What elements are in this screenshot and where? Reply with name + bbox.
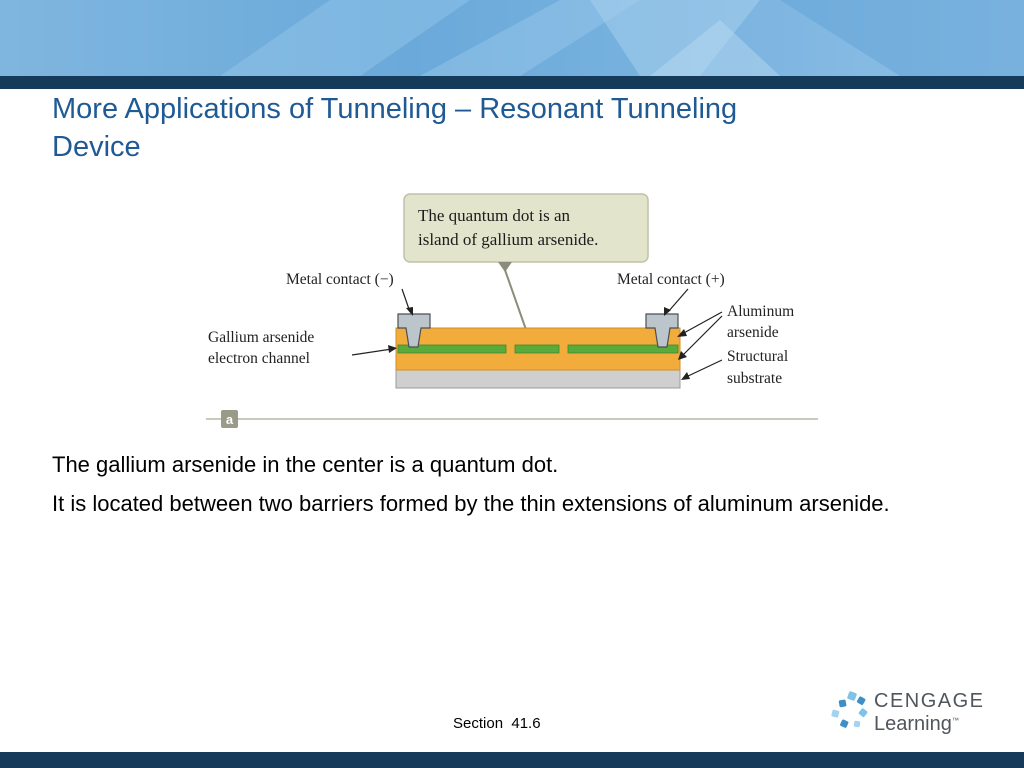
label-metal-contact-positive: Metal contact (+): [617, 271, 725, 288]
gaas-channel-left: [397, 344, 507, 354]
arrowhead-substrate: [681, 372, 690, 380]
arrowhead-aluminum-arsenide-lower: [678, 351, 687, 360]
arrow-aluminum-arsenide-upper: [681, 311, 723, 335]
logo-text-cengage: CENGAGE: [874, 690, 985, 712]
label-aluminum-arsenide-line1: Aluminum: [727, 303, 794, 320]
callout-box: [403, 193, 649, 263]
callout-pointer: [498, 262, 512, 272]
callout-text-line1: The quantum dot is an: [418, 206, 571, 225]
label-substrate-line2: substrate: [727, 370, 782, 387]
panel-tag-label: a: [226, 412, 234, 427]
arrow-aluminum-arsenide-lower: [681, 315, 723, 357]
arrowhead-metal-contact-negative: [406, 307, 413, 316]
metal-contact-positive: [645, 313, 679, 348]
header-banner: [0, 0, 1024, 76]
body-paragraph-2: It is located between two barriers forme…: [52, 491, 890, 516]
arrow-substrate: [685, 359, 723, 378]
header-divider-bar: [0, 76, 1024, 89]
cengage-logo-mark-icon: [831, 691, 868, 728]
arrowhead-aluminum-arsenide-upper: [677, 329, 687, 337]
label-gaas-channel-line1: Gallium arsenide: [208, 329, 314, 346]
callout-text-line2: island of gallium arsenide.: [418, 230, 598, 249]
panel-tag-box: [221, 410, 238, 428]
slide-title: More Applications of Tunneling – Resonan…: [52, 93, 738, 163]
body-paragraph-1: The gallium arsenide in the center is a …: [52, 452, 559, 477]
footer-section-label: Section 41.6: [453, 715, 541, 732]
resonant-tunneling-device-figure: The quantum dot is an island of gallium …: [206, 193, 818, 428]
structural-substrate: [395, 369, 681, 389]
logo-text-learning: Learning™: [874, 713, 959, 736]
label-gaas-channel-line2: electron channel: [208, 350, 310, 367]
label-metal-contact-negative: Metal contact (−): [286, 271, 394, 288]
arrowhead-gaas-channel: [388, 345, 397, 353]
metal-contact-negative: [397, 313, 431, 348]
arrow-metal-contact-positive: [667, 288, 689, 313]
arrowhead-metal-contact-positive: [664, 307, 671, 316]
logo-text-learning-word: Learning: [874, 713, 952, 735]
label-aluminum-arsenide-line2: arsenide: [727, 324, 779, 341]
quantum-dot: [514, 344, 560, 354]
cengage-learning-logo: CENGAGE Learning™: [830, 688, 983, 740]
body-text: The gallium arsenide in the center is a …: [52, 450, 952, 528]
footer-bar: [0, 752, 1024, 768]
label-substrate-line1: Structural: [727, 348, 788, 365]
header-pattern: [220, 0, 1024, 76]
gaas-channel-right: [567, 344, 679, 354]
arrow-gaas-channel: [351, 348, 393, 356]
logo-trademark: ™: [951, 717, 959, 725]
